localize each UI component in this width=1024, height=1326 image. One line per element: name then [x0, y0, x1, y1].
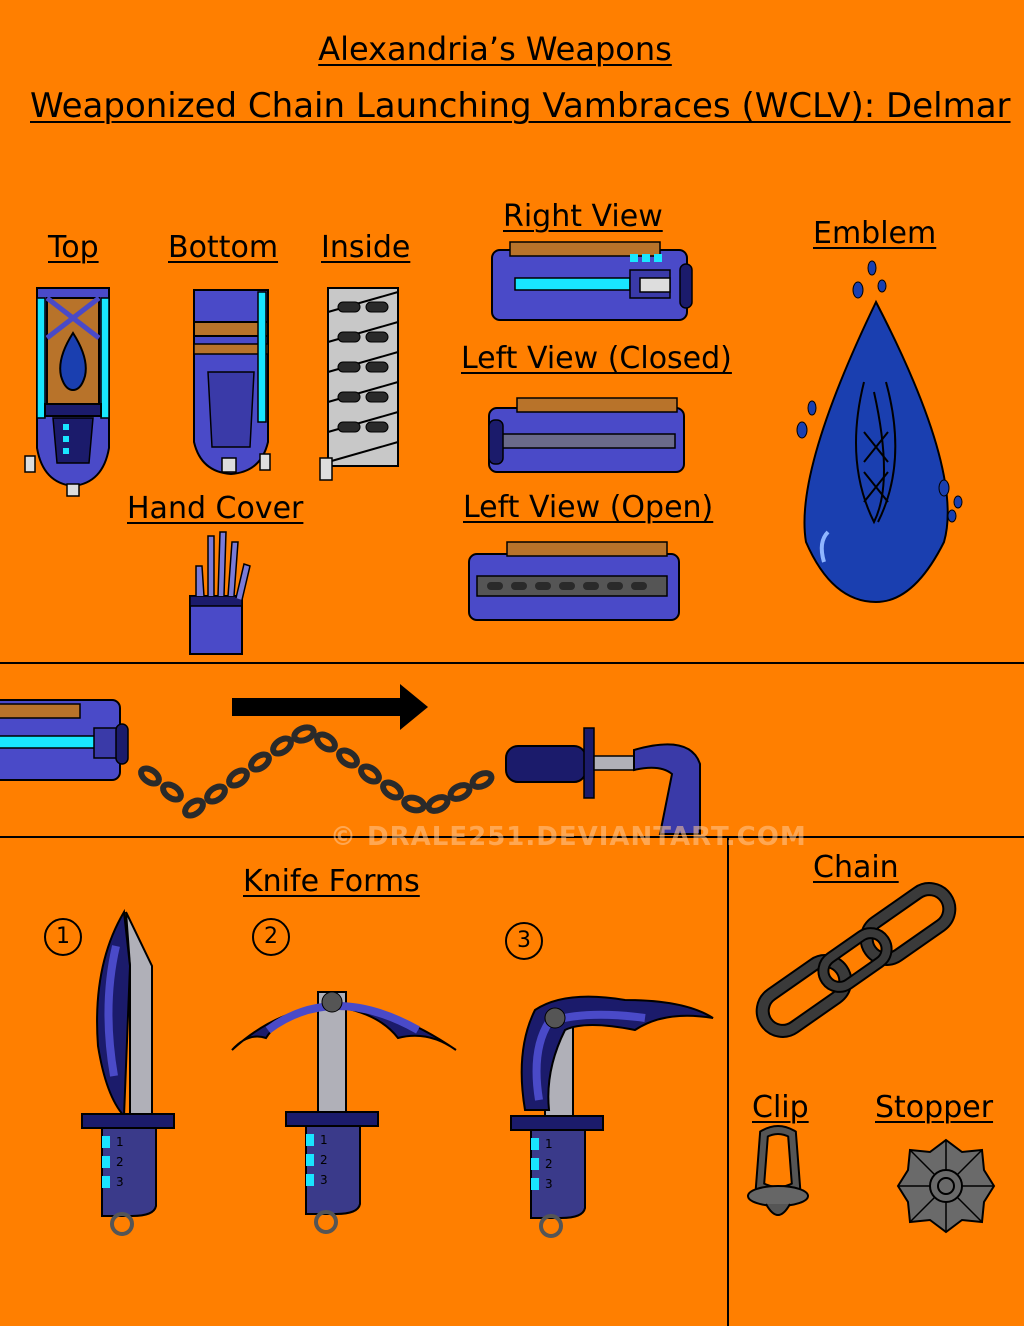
hand-cover: [189, 531, 251, 655]
label-inside: Inside: [321, 230, 411, 265]
grip-mark-2: 2: [116, 1155, 124, 1169]
label-chain: Chain: [813, 850, 899, 885]
emblem: [796, 260, 963, 604]
label-bottom: Bottom: [168, 230, 279, 265]
knife-form-2: 1 2 3: [231, 991, 457, 1234]
vambrace-top-view: [24, 287, 110, 497]
label-clip: Clip: [752, 1090, 809, 1125]
vambrace-left-closed: [488, 397, 685, 473]
knife-number-2: 2: [252, 918, 290, 956]
divider-top: [0, 662, 1024, 664]
knife-number-1: 1: [44, 918, 82, 956]
vambrace-inside-view: [319, 287, 399, 481]
divider-vertical: [727, 836, 729, 1326]
label-emblem: Emblem: [813, 216, 937, 251]
stopper-part: [896, 1138, 996, 1234]
label-knife-forms: Knife Forms: [243, 864, 420, 899]
watermark: © DRALE251.DEVIANTART.COM: [330, 822, 807, 852]
knife-form-3: 1 2 3: [510, 995, 714, 1238]
grip-mark-1: 1: [545, 1137, 553, 1151]
grip-mark-1: 1: [320, 1133, 328, 1147]
label-left-open: Left View (Open): [463, 490, 714, 525]
launch-demonstration: [0, 684, 701, 835]
divider-middle: [0, 836, 1024, 838]
label-left-closed: Left View (Closed): [461, 341, 732, 376]
vambrace-bottom-view: [193, 289, 271, 476]
label-right-view: Right View: [503, 199, 663, 234]
label-hand-cover: Hand Cover: [127, 491, 304, 526]
knife-form-1: 1 2 3: [81, 908, 175, 1236]
grip-mark-2: 2: [320, 1153, 328, 1167]
grip-mark-2: 2: [545, 1157, 553, 1171]
vambrace-left-open: [468, 541, 680, 621]
clip-part: [747, 1125, 809, 1216]
grip-mark-1: 1: [116, 1135, 124, 1149]
grip-mark-3: 3: [545, 1177, 553, 1191]
grip-mark-3: 3: [116, 1175, 124, 1189]
label-top: Top: [48, 230, 99, 265]
page-title: Alexandria’s Weapons: [318, 30, 672, 68]
page-subtitle: Weaponized Chain Launching Vambraces (WC…: [30, 86, 1011, 126]
grip-mark-3: 3: [320, 1173, 328, 1187]
knife-number-3: 3: [505, 922, 543, 960]
label-stopper: Stopper: [875, 1090, 994, 1125]
vambrace-right-view: [491, 241, 693, 321]
chain-links: [755, 882, 957, 1038]
